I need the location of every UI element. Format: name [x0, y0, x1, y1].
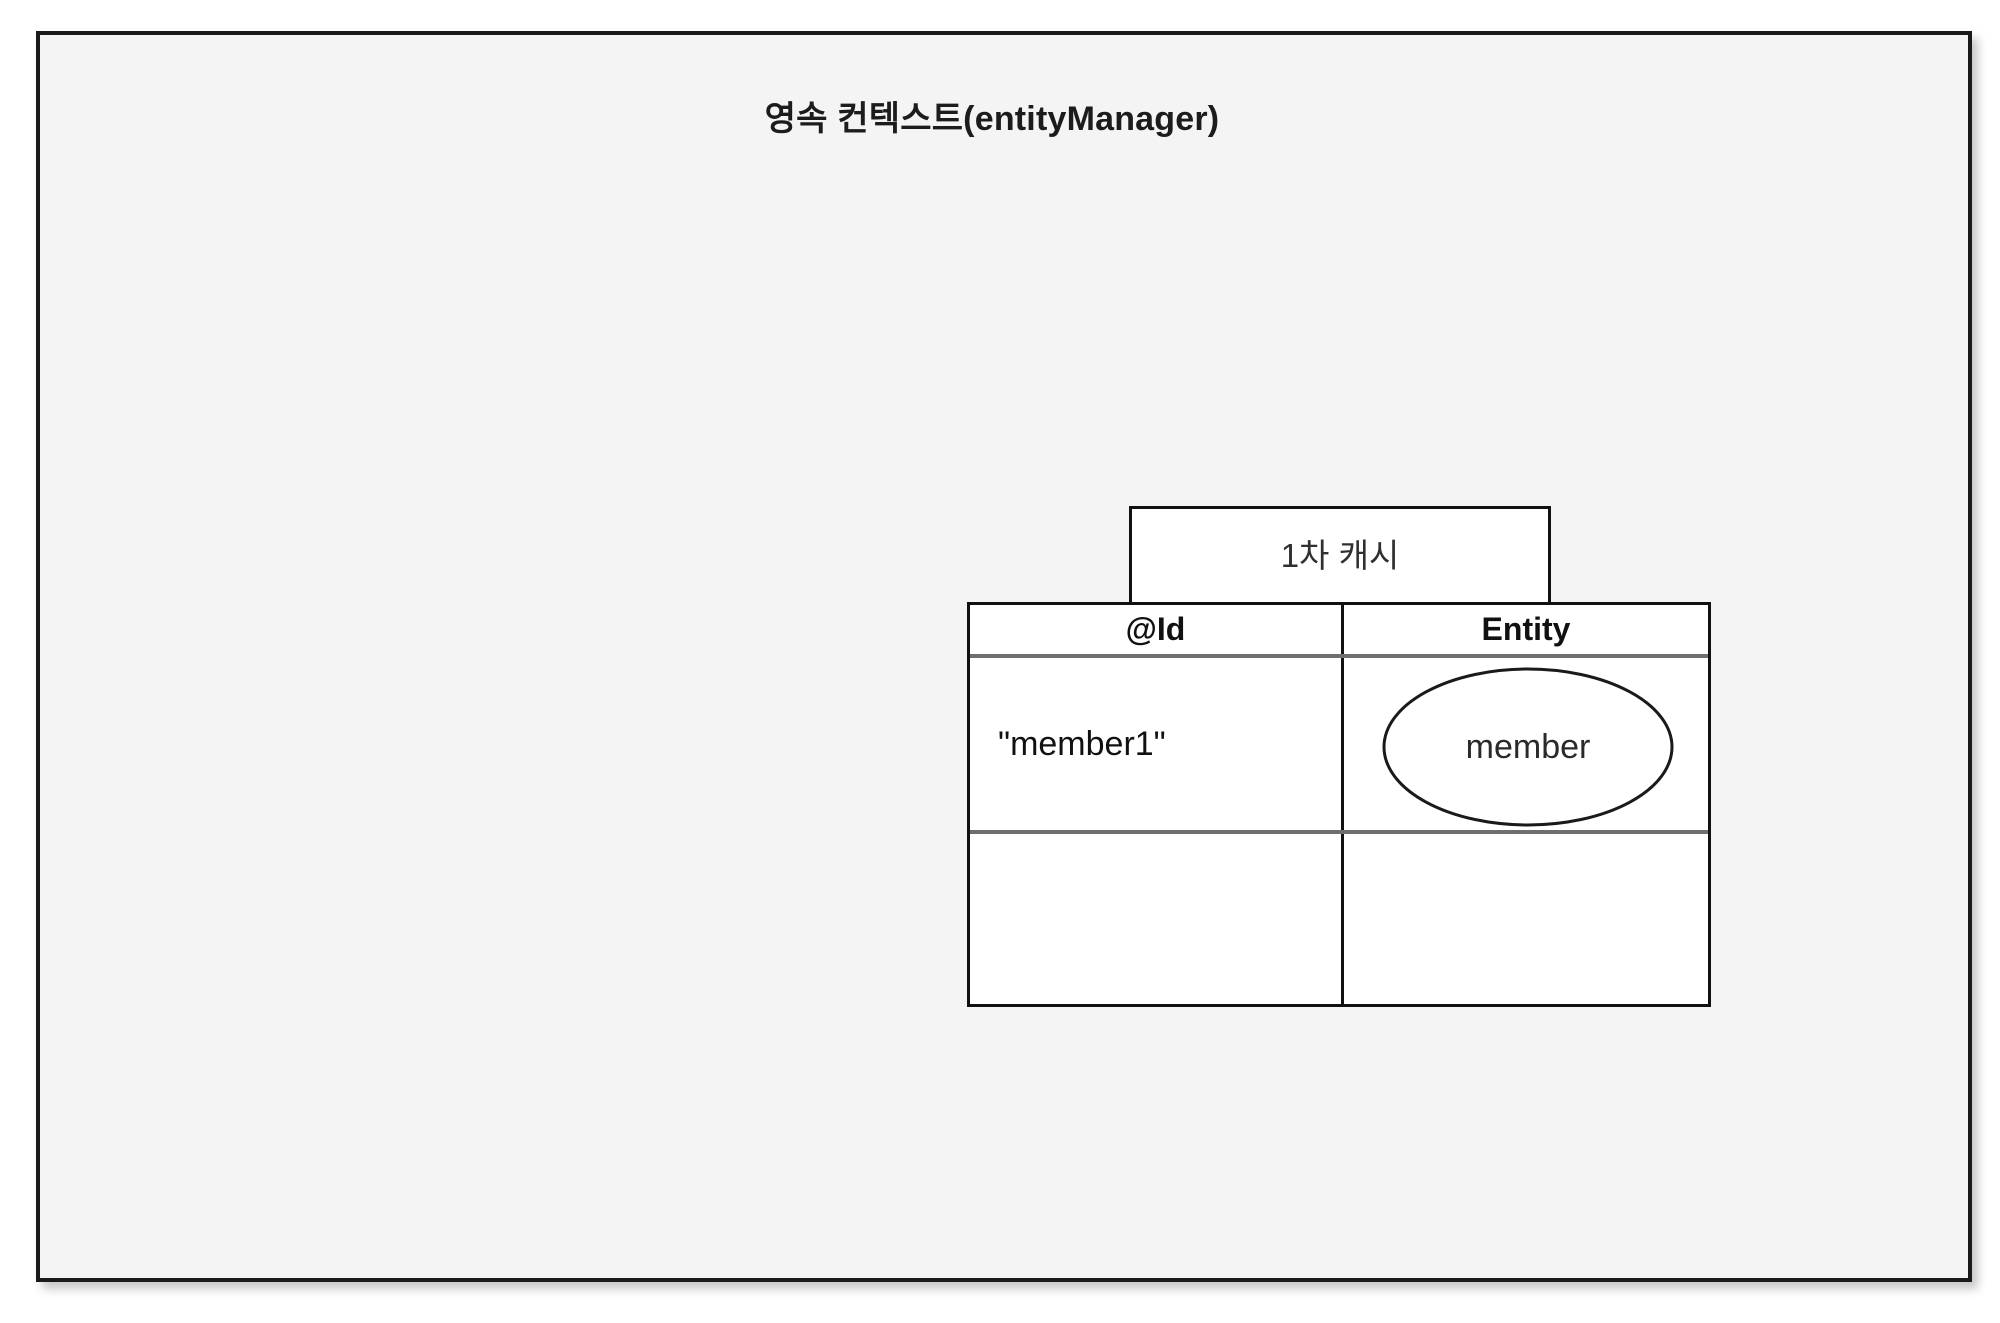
entity-ellipse-label: member: [1465, 727, 1591, 766]
first-level-cache-table: @Id Entity "member1" member: [967, 602, 1711, 1007]
cell-entity: [1344, 834, 1708, 1004]
table-row: [970, 834, 1708, 1004]
entity-ellipse-icon: member: [1382, 667, 1674, 827]
column-header-entity: Entity: [1481, 611, 1571, 647]
persistence-context-title-text: 영속 컨텍스트(entityManager): [764, 100, 1220, 138]
first-level-cache-label: 1차 캐시: [1280, 537, 1400, 574]
persistence-context-frame: 영속 컨텍스트(entityManager) 1차 캐시 @Id Entity …: [36, 31, 1972, 1282]
table-header-row: @Id Entity: [970, 605, 1708, 658]
first-level-cache-caption-box: 1차 캐시: [1129, 506, 1551, 605]
table-row: "member1" member: [970, 658, 1708, 834]
cell-id: [970, 834, 1344, 1004]
column-header-id: @Id: [970, 605, 1344, 654]
cell-id: "member1": [970, 658, 1344, 830]
cell-id-value: "member1": [998, 724, 1166, 763]
persistence-context-title: 영속 컨텍스트(entityManager): [40, 91, 1976, 140]
cell-entity: member: [1344, 658, 1708, 830]
